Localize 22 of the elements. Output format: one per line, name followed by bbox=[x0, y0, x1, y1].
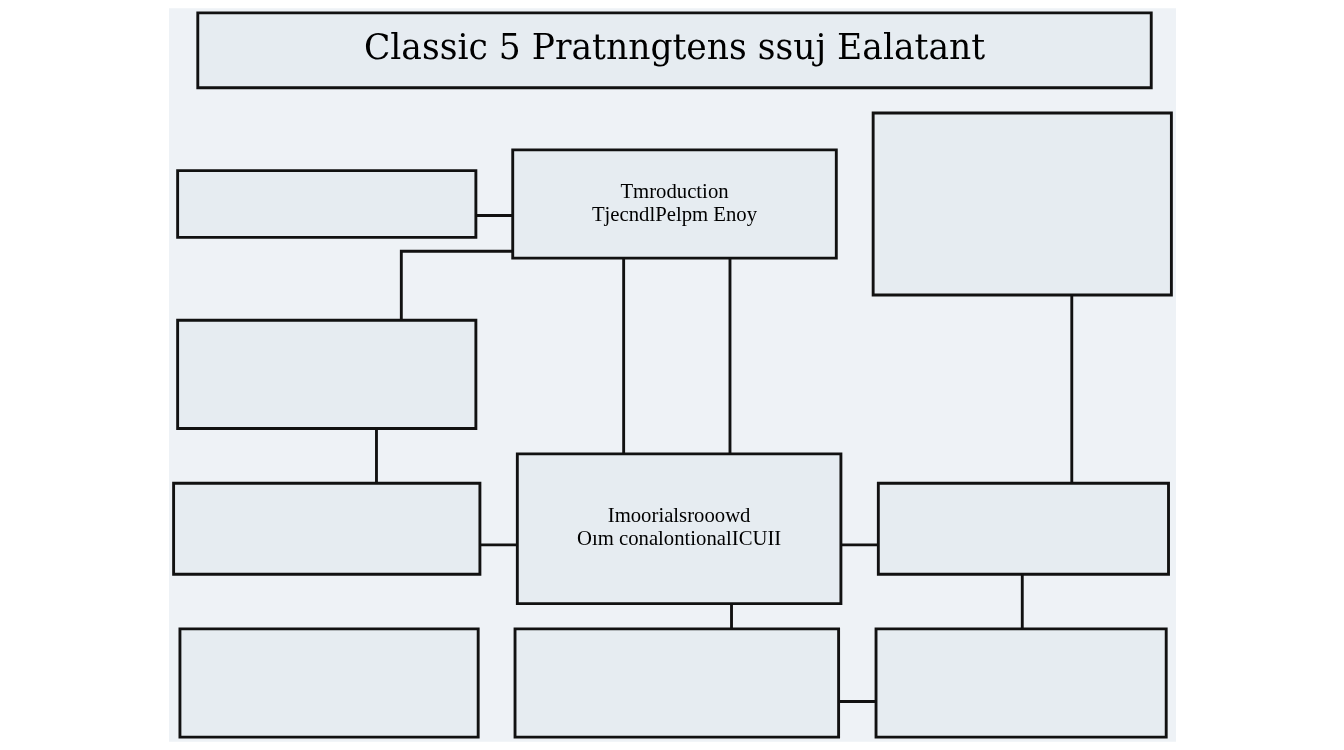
node-box: Imoorialsrooowd Oım conalontionalICUII bbox=[515, 452, 842, 606]
connector bbox=[729, 603, 733, 629]
node-box bbox=[513, 627, 840, 739]
connector bbox=[840, 543, 878, 547]
node-box bbox=[175, 169, 477, 239]
connector bbox=[374, 428, 378, 483]
connector bbox=[479, 543, 517, 547]
connector bbox=[1020, 574, 1024, 629]
connector bbox=[838, 700, 876, 703]
connector bbox=[1069, 295, 1073, 483]
node-box bbox=[876, 481, 1170, 576]
node-box bbox=[178, 627, 480, 739]
connector bbox=[399, 249, 512, 321]
connector bbox=[621, 258, 625, 454]
node-box bbox=[175, 318, 477, 430]
node-box: Classic 5 Pratnngtens ssuj Ealatant bbox=[195, 11, 1153, 90]
node-box: Tmroduction TjecndlPelpm Enoy bbox=[510, 148, 838, 260]
connector bbox=[728, 258, 731, 454]
node-box bbox=[874, 627, 1168, 739]
connector bbox=[475, 214, 512, 217]
node-box bbox=[171, 481, 481, 576]
node-box bbox=[871, 111, 1173, 297]
